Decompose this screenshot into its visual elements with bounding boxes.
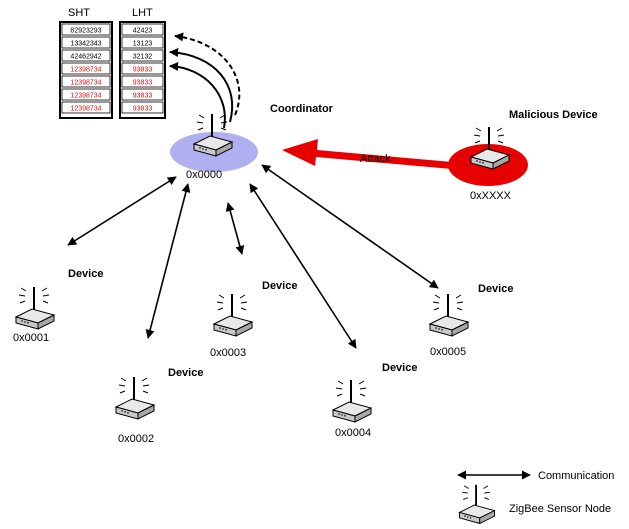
lht-cell: 32132 [133,54,153,61]
table-lookup-arrows [169,32,241,129]
device-0x0002[interactable]: Device 0x0002 [115,367,203,445]
device-address: 0x0005 [430,346,466,358]
zigbee-node-icon [332,379,372,423]
sht-cell-box [61,75,111,88]
lht-cell-box [121,62,164,75]
device-address: 0x0003 [210,347,246,359]
lookup-arrow-dashed [174,32,241,116]
sht-cell: 13342343 [70,41,101,48]
device-0x0005[interactable]: Device 0x0005 [429,283,513,358]
device-0x0003[interactable]: Device 0x0003 [210,280,297,359]
lht-cell: 93833 [133,106,153,113]
lht-cell: 93833 [133,93,153,100]
device-0x0004[interactable]: Device 0x0004 [332,362,417,439]
sht-cell: 12398734 [70,80,101,87]
device-address: 0x0001 [13,332,49,344]
device-address: 0x0004 [335,427,371,439]
malicious-label: Malicious Device [509,109,598,121]
sht-cell: 42462942 [70,54,101,61]
sht-cell: 82923293 [70,28,101,35]
lht-cell-box [121,49,164,62]
lht-cell-box [121,88,164,101]
device-label: Device [382,362,417,374]
lht-cell-box [121,101,164,114]
device-label: Device [168,367,203,379]
sht-cell: 12398734 [70,67,101,74]
sht-cell-box [61,23,111,36]
device-0x0001[interactable]: Device 0x0001 [13,268,103,344]
legend: Communication ZigBee Sensor Node [457,470,614,525]
device-address: 0x0002 [118,433,154,445]
communication-links [67,164,439,349]
sht-table: SHT 82923293 13342343 42462942 12398734 1239… [59,7,113,119]
lht-cell-box [121,23,164,36]
link-0x0004 [249,183,357,349]
lht-table: LHT 42423 13123 32132 93833 93833 93833 93833 [119,7,166,119]
device-label: Device [262,280,297,292]
link-0x0003 [225,202,245,255]
attack-arrow-shape [282,139,452,169]
legend-communication-label: Communication [538,470,614,482]
sht-header: SHT [68,7,90,19]
sht-cell-box [61,49,111,62]
link-0x0005 [261,164,439,289]
zigbee-node-icon [213,293,253,337]
lht-cell-box [121,75,164,88]
legend-sensor-node-label: ZigBee Sensor Node [509,503,611,515]
lookup-arrow-mid [169,48,234,123]
lht-cell: 93833 [133,67,153,74]
malicious-node[interactable]: 0xXXXX Malicious Device [448,109,598,202]
sht-cell: 12398734 [70,93,101,100]
lht-cell-box [121,36,164,49]
attack-label: Attack [360,153,391,165]
malicious-address: 0xXXXX [470,190,512,202]
zigbee-node-icon [15,286,55,330]
attack-arrow: Attack [282,139,452,169]
link-0x0001 [67,176,177,246]
device-label: Device [68,268,103,280]
sht-cell-box [61,62,111,75]
zigbee-node-icon [115,376,155,420]
coordinator-node[interactable]: 0x0000 Coordinator [170,103,334,181]
device-label: Device [478,283,513,295]
lht-cell: 93833 [133,80,153,87]
sht-cell-box [61,88,111,101]
link-0x0002 [145,183,191,339]
sht-cell: 12398734 [70,106,101,113]
lht-cell: 42423 [133,28,153,35]
lookup-arrow-low [169,61,226,129]
coordinator-address: 0x0000 [186,169,222,181]
sht-cell-box [61,101,111,114]
legend-sensor-node-icon [458,483,496,525]
sht-cell-box [61,36,111,49]
lht-header: LHT [132,7,153,19]
coordinator-label: Coordinator [270,103,334,115]
zigbee-node-icon [429,293,469,337]
lht-cell: 13123 [133,41,153,48]
